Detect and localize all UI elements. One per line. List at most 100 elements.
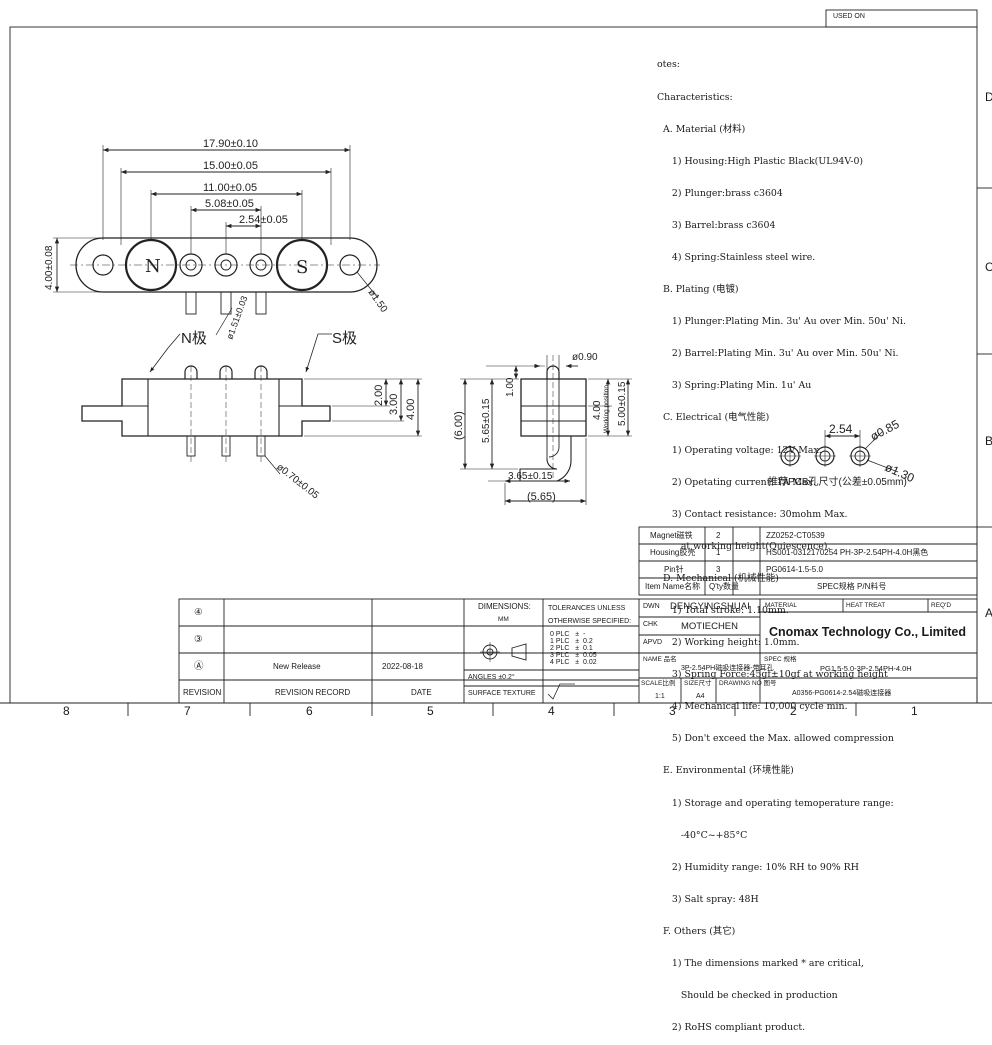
rev-symbol-4: ④ — [194, 607, 203, 618]
tb-scale-label: SCALE比例 — [641, 680, 676, 687]
tb-dwn-label: DWN — [643, 603, 660, 610]
note-line: 2) Working height: 1.0mm. — [657, 637, 800, 649]
tb-tol-0: 0 PLC ± - — [550, 631, 586, 638]
tb-unit: MM — [498, 616, 509, 623]
tb-spec-label: SPEC 规格 — [764, 656, 797, 663]
dim-4-00-b: 4.00 — [592, 400, 603, 420]
col-8: 8 — [63, 704, 70, 718]
label-s: S — [296, 257, 308, 278]
note-line: 2) Barrel:Plating Min. 3u' Au over Min. … — [657, 348, 899, 360]
bom-part-magnet: ZZ0252-CT0539 — [766, 531, 825, 540]
zone-d: D — [985, 90, 992, 104]
tb-req: REQ'D — [931, 602, 952, 609]
dim-4-00: 4.00 — [405, 399, 417, 420]
bom-header-name: Item Name名称 — [645, 582, 701, 591]
note-line: Characteristics: — [657, 91, 733, 103]
note-line: 3) Spring:Plating Min. 1u' Au — [657, 380, 812, 392]
rev-symbol-3: ③ — [194, 634, 203, 645]
tb-drawing: A0356-PG0614-2.54磁吸连接器 — [792, 690, 892, 697]
tb-tol-1: 1 PLC ± 0.2 — [550, 638, 593, 645]
note-line: D. Mechanical (机械性能) — [657, 572, 779, 584]
dim-hole: ø1.50 — [366, 287, 390, 315]
col-3: 3 — [669, 704, 676, 718]
label-working-position: Working position — [603, 385, 610, 433]
bom-header-qty: Q'ty数量 — [709, 582, 739, 591]
note-line: A. Material (材料) — [657, 123, 746, 135]
tb-tol-title: TOLERANCES UNLESS — [548, 605, 626, 612]
pin-side-view — [520, 378, 587, 437]
tb-name-label: NAME 品名 — [643, 656, 677, 663]
pcb-note: 推荐PCB孔尺寸(公差±0.05mm) — [768, 475, 907, 488]
characteristics-notes: otes: Characteristics: A. Material (材料) … — [657, 39, 906, 1045]
engineering-drawing: 17.90±0.10 15.00±0.05 11.00±0.05 5.08±0.… — [0, 9, 992, 716]
tb-tol-4: 4 PLC ± 0.02 — [550, 659, 597, 666]
note-line: at working height(Quiescence). — [657, 540, 831, 552]
dim-6-00: (6.00) — [453, 411, 465, 440]
col-6: 6 — [306, 704, 313, 718]
rev-symbol-a: Ⓐ — [194, 661, 204, 672]
rev-header: REVISION — [183, 688, 222, 697]
tb-dwn: DENGYINGSHUAI — [670, 601, 750, 612]
dim-5-65-h: (5.65) — [527, 491, 556, 503]
tb-size: A4 — [696, 693, 705, 700]
notes-title: otes: — [657, 59, 680, 71]
bom-no-pin: 3 — [716, 565, 721, 574]
note-line: 1) Plunger:Plating Min. 3u' Au over Min.… — [657, 316, 906, 328]
tb-tol-sub: OTHERWISE SPECIFIED: — [548, 618, 632, 625]
dim-2-00: 2.00 — [373, 385, 385, 406]
dim-2-54: 2.54±0.05 — [239, 214, 288, 226]
bom-no-housing: 1 — [716, 548, 721, 557]
note-line: -40°C~+85°C — [657, 829, 748, 841]
dim-3-65: 3.65±0.15 — [508, 471, 553, 482]
note-line: 4) Mechanical life: 10,000 cycle min. — [657, 701, 848, 713]
bom-header-spec: SPEC规格 P/N料号 — [817, 582, 887, 591]
tb-heat: HEAT TREAT — [846, 602, 886, 609]
dim-5-08: 5.08±0.05 — [205, 198, 254, 210]
col-4: 4 — [548, 704, 555, 718]
dim-3-00: 3.00 — [388, 394, 400, 415]
note-line: Should be checked in production — [657, 990, 838, 1002]
tb-size-label: SIZE尺寸 — [684, 680, 712, 687]
col-1: 1 — [911, 704, 918, 718]
bom-part-pin: PG0614-1.5-5.0 — [766, 565, 823, 574]
dim-0-70: ø0.70±0.05 — [274, 462, 321, 502]
label-n: N — [145, 256, 161, 277]
dim-15-00: 15.00±0.05 — [203, 160, 258, 172]
note-line: 1) Total stroke: 1.10mm. — [657, 605, 789, 616]
tb-apvd: APVD — [643, 639, 663, 646]
rev-header-record: REVISION RECORD — [275, 688, 351, 697]
note-line: 1) Storage and operating temoperature ra… — [657, 797, 894, 809]
note-line: 4) Spring:Stainless steel wire. — [657, 251, 816, 263]
note-line: 5) Don't exceed the Max. allowed compres… — [657, 733, 894, 745]
tb-scale: 1:1 — [655, 693, 665, 700]
pcb-2-54: 2.54 — [829, 422, 853, 436]
dim-4-00-v: 4.00±0.08 — [44, 245, 55, 290]
dim-17-90: 17.90±0.10 — [203, 138, 258, 150]
tb-spec: PG1.5-5.0-3P-2.54PH-4.0H — [820, 664, 912, 673]
tb-chk: MOTIECHEN — [681, 621, 738, 632]
bom-name-housing: Housing胶壳 — [650, 548, 696, 557]
note-line: 1) Operating voltage: 12V Max. — [657, 444, 822, 456]
zone-a: A — [985, 606, 992, 620]
note-line: 2) Humidity range: 10% RH to 90% RH — [657, 861, 859, 873]
tb-tol-3: 3 PLC ± 0.05 — [550, 652, 597, 659]
note-line: F. Others (其它) — [657, 925, 736, 937]
dim-0-90: ø0.90 — [572, 352, 598, 363]
bom-no-magnet: 2 — [716, 531, 721, 540]
dim-5-65-v: 5.65±0.15 — [481, 398, 492, 443]
used-on-label: USED ON — [833, 13, 865, 20]
tb-chk-label: CHK — [643, 621, 658, 628]
note-line: C. Electrical (电气性能) — [657, 412, 770, 424]
note-line: 3) Spring Force:45gf±10gf at working hei… — [657, 669, 888, 681]
bom-name-pin: Pin针 — [664, 565, 684, 574]
note-line: 2) Plunger:brass c3604 — [657, 187, 783, 199]
note-line: 3) Contact resistance: 30mohm Max. — [657, 508, 848, 520]
housing-top-view — [75, 237, 378, 293]
tb-dimensions: DIMENSIONS: — [478, 602, 531, 611]
rev-record-a: New Release — [273, 662, 321, 671]
tb-material: MATERIAL — [765, 602, 798, 609]
zone-b: B — [985, 434, 992, 448]
rev-header-date: DATE — [411, 688, 432, 697]
note-line: 2) RoHS compliant product. — [657, 1022, 806, 1034]
col-7: 7 — [184, 704, 191, 718]
